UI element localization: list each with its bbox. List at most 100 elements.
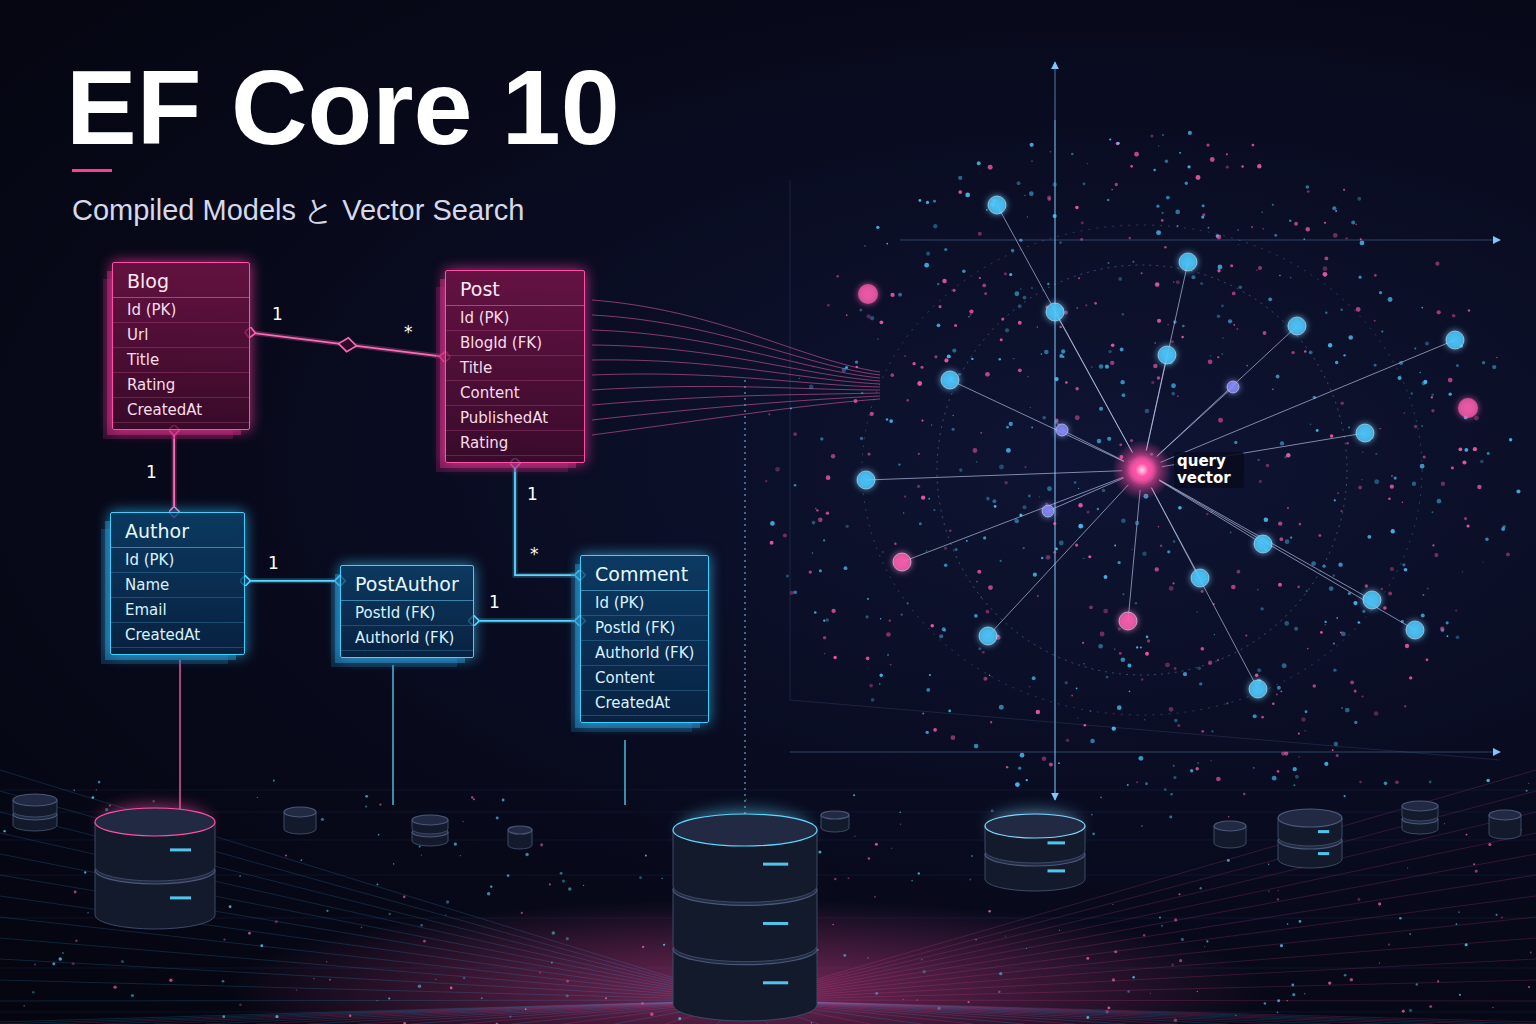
- vector-point: [1217, 659, 1219, 661]
- vector-point: [1231, 585, 1236, 590]
- vector-point: [1367, 535, 1371, 539]
- vector-point: [1174, 719, 1178, 723]
- vector-point: [1374, 711, 1379, 716]
- floor-spark: [420, 924, 423, 927]
- vector-point: [1054, 420, 1058, 424]
- vector-point: [1451, 467, 1454, 470]
- vector-point: [907, 399, 909, 401]
- floor-spark: [540, 843, 543, 846]
- field-name: Rating: [113, 373, 249, 398]
- vector-point: [1109, 138, 1111, 140]
- vector-point: [1356, 307, 1361, 312]
- outlier-vector: [858, 284, 878, 304]
- vector-point: [1202, 204, 1205, 207]
- vector-point: [1111, 189, 1113, 191]
- vector-point: [994, 505, 997, 508]
- vector-point: [982, 284, 986, 288]
- vector-point: [904, 495, 906, 497]
- vector-point: [1210, 355, 1211, 356]
- neighbor-vector: [1254, 535, 1272, 553]
- floor-spark: [24, 1005, 25, 1006]
- floor-spark: [105, 808, 108, 811]
- vector-point: [844, 566, 848, 570]
- vector-point: [1381, 588, 1383, 590]
- vector-point: [1103, 609, 1108, 614]
- vector-point: [1173, 540, 1176, 543]
- vector-point: [1102, 489, 1106, 493]
- vector-point: [1277, 686, 1281, 690]
- grid-frame: [790, 180, 1500, 760]
- vector-point: [1171, 383, 1176, 388]
- vector-point: [1253, 767, 1255, 769]
- vector-point: [1435, 262, 1439, 266]
- floor-spark: [1277, 898, 1279, 900]
- vector-point: [1005, 328, 1009, 332]
- light-beam: [392, 665, 394, 805]
- vector-point: [1287, 507, 1289, 509]
- vector-point: [1462, 460, 1466, 464]
- vector-point: [1083, 182, 1086, 185]
- vector-point: [855, 360, 858, 363]
- vector-point: [1362, 451, 1364, 453]
- neighbor-vector: [1406, 621, 1424, 639]
- vector-point: [1107, 437, 1111, 441]
- vector-point: [954, 324, 957, 327]
- vector-point: [1334, 742, 1339, 747]
- floor-line: [745, 938, 1536, 1000]
- vector-point: [1414, 347, 1416, 349]
- floor-spark: [74, 790, 75, 791]
- vector-point: [1496, 357, 1497, 358]
- vector-point: [1031, 427, 1033, 429]
- vector-point: [1024, 466, 1026, 468]
- vector-point: [1210, 760, 1211, 761]
- light-beam-glow: [177, 660, 183, 815]
- database-cylinder: [1278, 809, 1342, 868]
- field-name: Id (PK): [111, 548, 244, 573]
- vector-point: [1042, 416, 1046, 420]
- vector-point: [1289, 219, 1292, 222]
- vector-point: [999, 705, 1004, 710]
- vector-point: [1210, 157, 1215, 162]
- floor-spark: [446, 900, 450, 904]
- vector-point: [1018, 767, 1021, 770]
- vector-point: [1009, 422, 1013, 426]
- floor-spark: [75, 940, 77, 942]
- vector-point: [1320, 631, 1323, 634]
- floor-spark: [418, 985, 422, 989]
- vector-point: [1195, 767, 1198, 770]
- vector-point: [1348, 335, 1353, 340]
- floor-spark: [450, 987, 453, 990]
- floor-spark: [487, 892, 490, 895]
- vector-point: [1191, 275, 1195, 279]
- vector-point: [1391, 529, 1395, 533]
- vector-point: [1477, 485, 1481, 489]
- vector-point: [1332, 749, 1334, 751]
- neighbor-vector: [1056, 424, 1068, 436]
- vector-point: [1298, 756, 1299, 757]
- vector-point: [1434, 553, 1438, 557]
- similarity-ray: [1157, 387, 1233, 457]
- vector-point: [1324, 621, 1326, 623]
- floor-line: [745, 896, 1536, 1000]
- vector-point: [809, 384, 814, 389]
- vector-point: [1322, 564, 1325, 567]
- vector-point: [1276, 694, 1278, 696]
- vector-point: [1022, 547, 1024, 549]
- vector-point: [1256, 270, 1257, 271]
- vector-point: [1088, 555, 1091, 558]
- floor-spark: [1150, 992, 1151, 993]
- database-cylinder: [412, 815, 448, 846]
- vector-point: [933, 200, 936, 203]
- vector-point: [1333, 574, 1335, 576]
- vector-point: [974, 744, 979, 749]
- vector-point: [1330, 434, 1334, 438]
- floor-spark: [1181, 938, 1184, 941]
- vector-point: [1187, 165, 1190, 168]
- vector-point: [1262, 228, 1264, 230]
- vector-point: [1119, 652, 1122, 655]
- feed-line: [592, 399, 880, 435]
- floor-spark: [818, 850, 821, 853]
- vector-point: [1176, 280, 1180, 284]
- floor-spark: [1086, 957, 1089, 960]
- vector-point: [1078, 524, 1083, 529]
